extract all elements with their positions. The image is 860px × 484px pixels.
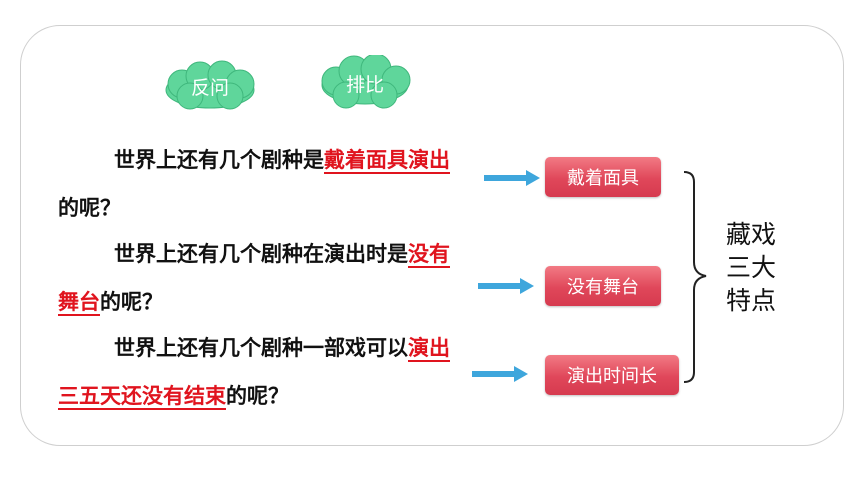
sentence-text: 世界上还有几个剧种一部戏可以 [114,335,408,360]
right-brace-icon [683,171,707,383]
cloud-parallelism: 排比 [316,55,414,111]
cloud-rhetorical-question: 反问 [160,60,260,112]
tag-no-stage: 没有舞台 [545,266,661,306]
key-phrase: 没有舞台 [58,241,450,314]
sentence-ending: 的呢？ [100,289,163,314]
conclusion-line: 藏戏 [725,220,776,249]
sentence-long-performance: 世界上还有几个剧种一部戏可以演出三五天还没有结束的呢？ [58,324,468,420]
conclusion-line: 三大 [725,253,776,282]
cloud-label: 排比 [345,73,384,96]
cloud-label: 反问 [190,76,229,99]
sentence-ending: 的呢？ [226,383,289,408]
arrow-right-icon [484,170,540,186]
sentence-text: 世界上还有几个剧种是 [114,147,324,172]
key-phrase: 演出三五天还没有结束 [58,335,450,408]
tag-masks: 戴着面具 [545,157,661,197]
sentence-masks: 世界上还有几个剧种是戴着面具演出的呢？ [58,136,468,232]
cloud-shape-icon [321,55,411,109]
content-panel [20,25,844,446]
conclusion-line: 特点 [725,286,776,315]
arrow-right-icon [478,278,534,294]
cloud-shape-icon [165,60,255,110]
arrow-right-icon [472,366,528,382]
sentence-text: 世界上还有几个剧种在演出时是 [114,241,408,266]
tag-long-duration: 演出时间长 [545,355,679,395]
key-phrase: 戴着面具演出 [324,147,450,172]
sentence-ending: 的呢？ [58,195,121,220]
sentence-no-stage: 世界上还有几个剧种在演出时是没有舞台的呢？ [58,230,468,326]
conclusion-three-features: 藏戏 三大 特点 [718,218,784,317]
